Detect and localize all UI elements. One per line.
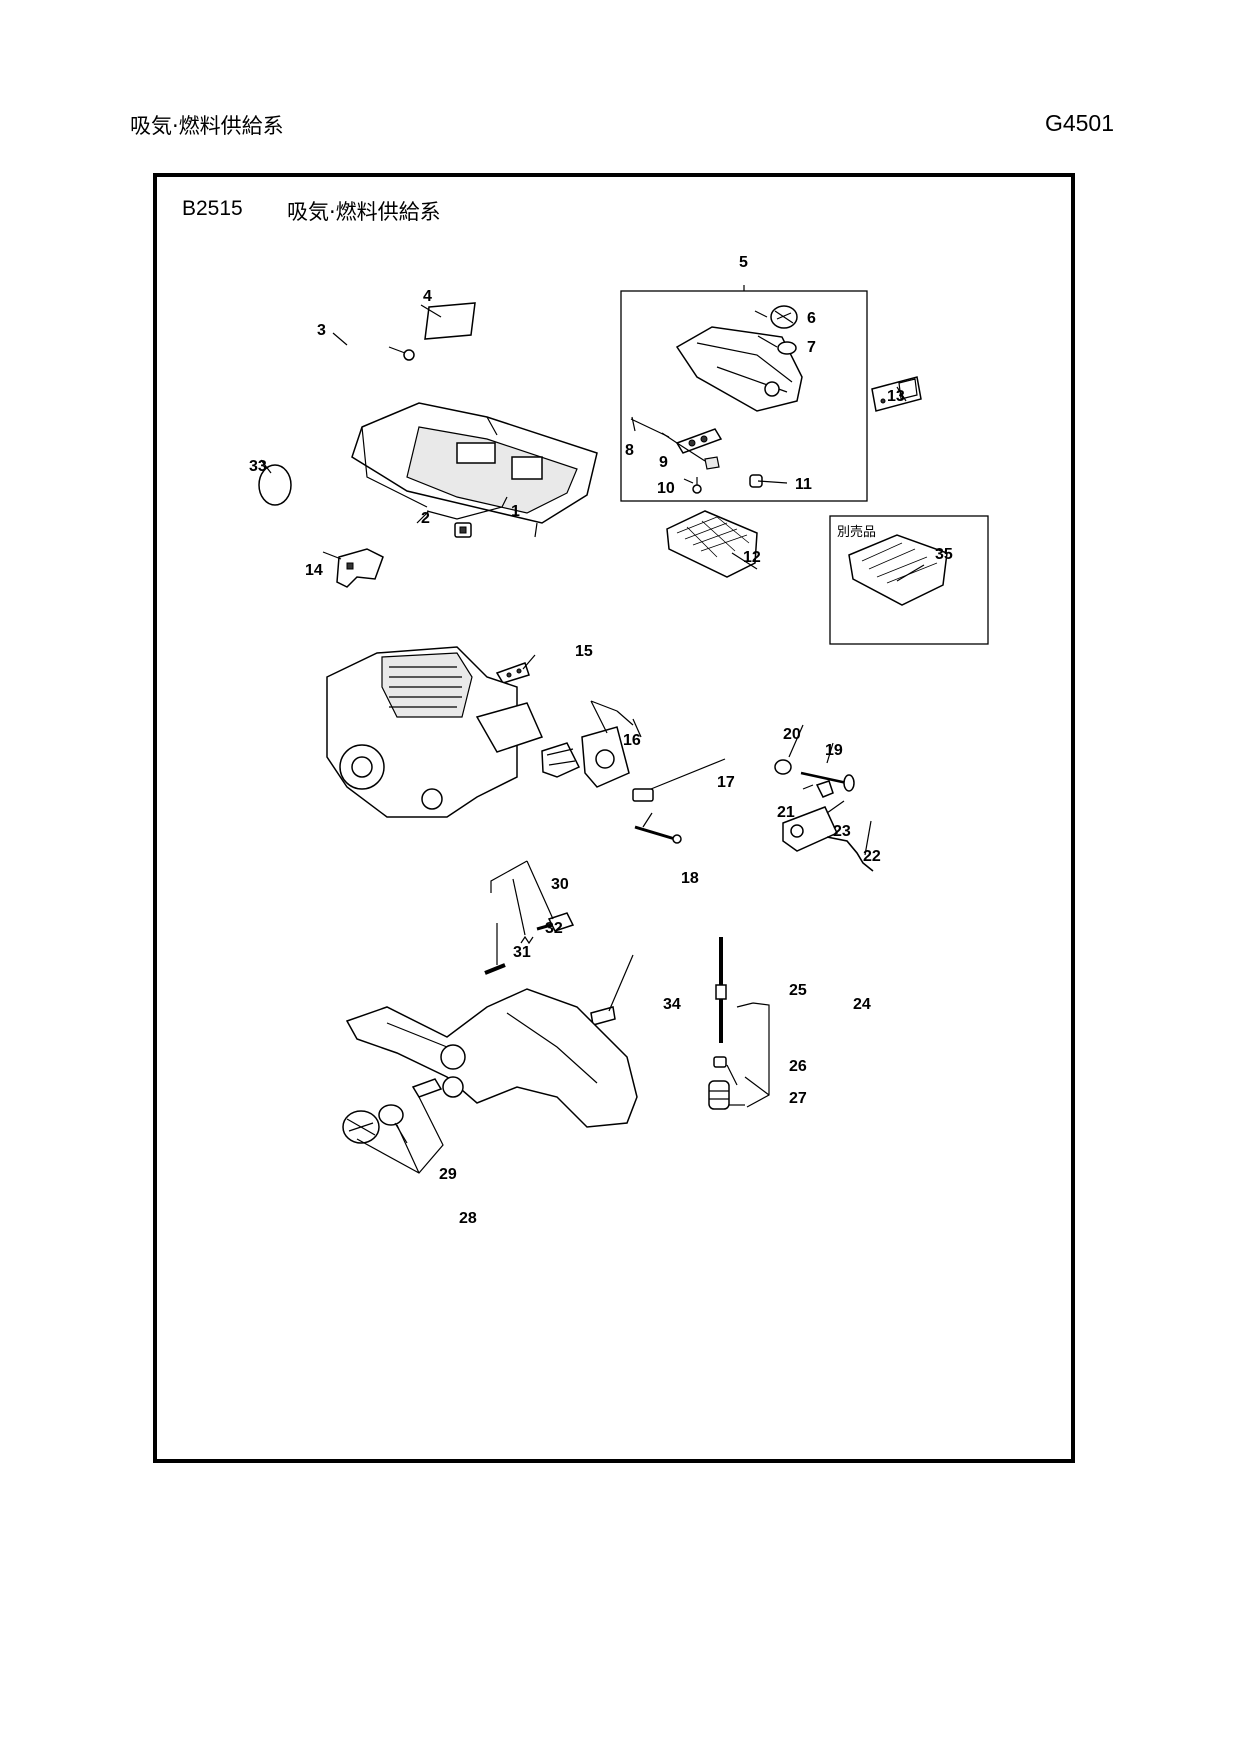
callout-19: 19 [825, 742, 843, 759]
bolt-part-18 [634, 825, 682, 844]
diagram-code: B2515 [182, 197, 243, 220]
screw-part-3 [388, 346, 415, 361]
knob-part-6 [770, 305, 798, 329]
top-cover-part [351, 402, 598, 538]
block-part-17 [632, 788, 654, 802]
o-ring-part-7 [777, 341, 797, 355]
callout-25: 25 [789, 982, 807, 999]
lever-part-14 [336, 548, 384, 588]
seal-part-29 [378, 1078, 443, 1126]
knob-part-21 [815, 780, 834, 798]
callout-13: 13 [887, 388, 905, 405]
sold-separately-label: 別売品 [837, 524, 876, 540]
spring-part-32 [520, 935, 534, 945]
pin-part-31 [484, 963, 506, 975]
callout-6: 6 [807, 310, 816, 327]
callout-22: 22 [863, 848, 881, 865]
air-filter-part-35 [848, 534, 948, 606]
sold-separately-box [829, 515, 989, 645]
exploded-parts-diagram: 別売品 [249, 254, 989, 1227]
callout-29: 29 [439, 1166, 457, 1183]
fitting-part-30 [536, 912, 575, 932]
callout-7: 7 [807, 339, 816, 356]
screw-part-10 [692, 477, 702, 494]
page-title: 吸気·燃料供給系 [130, 114, 284, 138]
bracket-part-23 [782, 806, 838, 852]
callout-30: 30 [551, 876, 569, 893]
diagram-frame: B2515 吸気·燃料供給系 別売品 [153, 173, 1075, 1463]
callout-5: 5 [739, 254, 748, 271]
callout-31: 31 [513, 944, 531, 961]
callout-4: 4 [423, 288, 432, 305]
callout-12: 12 [743, 549, 761, 566]
rod-part-19 [800, 771, 855, 792]
callout-23: 23 [833, 823, 851, 840]
engine-block-part [326, 646, 544, 818]
callout-21: 21 [777, 804, 795, 821]
air-filter-part-12 [666, 510, 758, 578]
disc-part-33 [258, 464, 292, 506]
cap-part-28 [342, 1110, 380, 1144]
leader-lines [260, 304, 925, 1174]
callout-1: 1 [511, 503, 520, 520]
clip-part [454, 522, 472, 538]
callout-9: 9 [659, 454, 668, 471]
crankcase-part [345, 988, 638, 1128]
page-code: G4501 [1044, 110, 1114, 136]
callout-32: 32 [545, 920, 563, 937]
callout-24: 24 [853, 996, 871, 1013]
filter-cover-part [675, 326, 803, 412]
grommet-part-26 [713, 1056, 727, 1068]
carburetor-part-16 [541, 718, 642, 788]
wire-part-22 [826, 836, 874, 872]
callout-35: 35 [935, 546, 953, 563]
seal-part-9 [704, 456, 720, 470]
callout-28: 28 [459, 1210, 477, 1227]
callout-10: 10 [657, 480, 675, 497]
fuel-filter-part-27 [708, 1080, 730, 1110]
callout-2: 2 [421, 510, 430, 527]
callout-3: 3 [317, 322, 326, 339]
callout-8: 8 [625, 442, 634, 459]
bracket-part-15 [495, 662, 530, 684]
diagram-title: 吸気·燃料供給系 [287, 200, 441, 224]
callout-33: 33 [249, 458, 267, 475]
callout-14: 14 [305, 562, 323, 579]
callout-27: 27 [789, 1090, 807, 1107]
callout-numbers: 1 2 3 4 5 6 7 8 9 10 11 12 13 14 15 16 1… [249, 254, 953, 1227]
sheet-part-4 [424, 302, 476, 340]
callout-34: 34 [663, 996, 681, 1013]
callout-16: 16 [623, 732, 641, 749]
callout-15: 15 [575, 643, 593, 660]
pad-part-34 [590, 1006, 616, 1026]
nut-part-20 [774, 759, 792, 775]
plate-part-13 [871, 376, 922, 412]
callout-18: 18 [681, 870, 699, 887]
fuel-hose-part-25 [715, 937, 727, 1043]
callout-17: 17 [717, 774, 735, 791]
callout-26: 26 [789, 1058, 807, 1075]
plate-part-8 [675, 428, 723, 454]
callout-20: 20 [783, 726, 801, 743]
callout-11: 11 [795, 476, 812, 493]
